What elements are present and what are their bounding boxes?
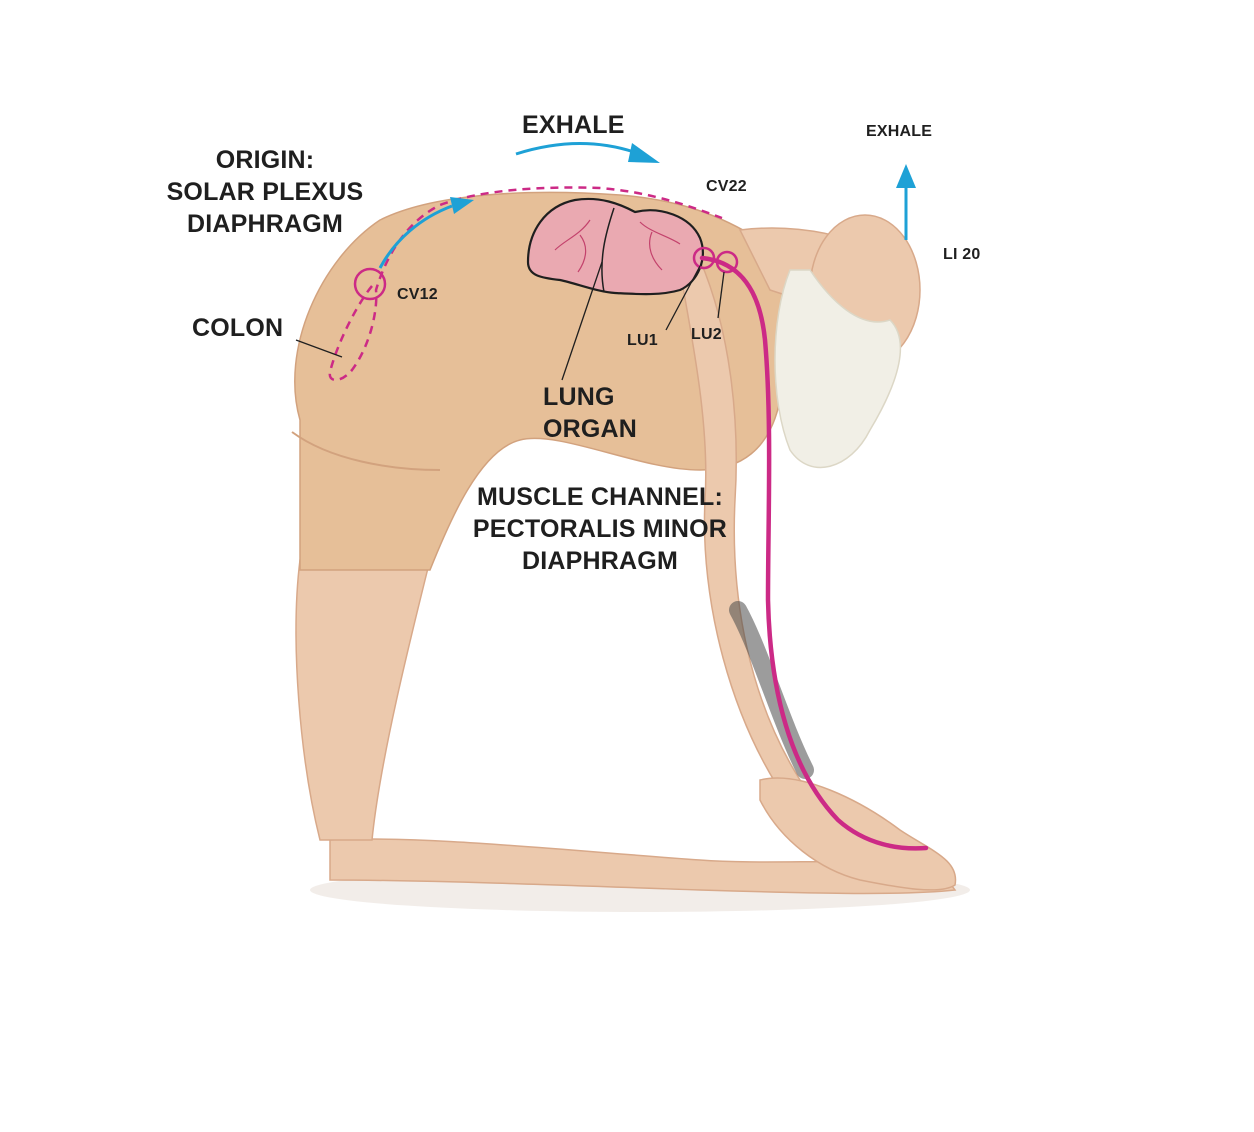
hair (774, 269, 902, 469)
muscle-channel-line-2: PECTORALIS MINOR (472, 515, 728, 543)
lung-organ-line-1: LUNG (543, 383, 615, 411)
exhale-flow-arrow (378, 204, 453, 269)
exhale-flow-arrowhead (450, 197, 474, 214)
exhale-arc-arrow (515, 142, 635, 156)
shins (329, 838, 957, 895)
lung-vein-right (639, 221, 681, 271)
lung-organ-label: LUNG ORGAN (543, 381, 637, 445)
exhale-up-arrowhead (896, 164, 916, 188)
cv22-label: CV22 (706, 178, 747, 195)
colon-meridian-dashed (328, 186, 723, 382)
lu1-label: LU1 (627, 332, 658, 349)
lu2-leader (717, 271, 725, 319)
exhale-right-label: EXHALE (866, 123, 933, 140)
lu1-point (692, 246, 716, 270)
colon-leader (295, 339, 343, 358)
lung-organ-line-2: ORGAN (543, 415, 638, 443)
muscle-channel-label: MUSCLE CHANNEL: PECTORALIS MINOR DIAPHRA… (470, 481, 730, 577)
exhale-arc-arrowhead (628, 143, 660, 163)
muscle-channel-line-3: DIAPHRAGM (522, 547, 678, 575)
colon-label: COLON (192, 314, 284, 342)
lu2-point (715, 250, 739, 274)
lung-organ-leader (561, 261, 603, 381)
cv12-label: CV12 (397, 286, 438, 303)
origin-line-3: DIAPHRAGM (187, 210, 343, 238)
muscle-channel-line-1: MUSCLE CHANNEL: (476, 483, 724, 511)
thighs (295, 559, 431, 841)
li20-label: LI 20 (943, 246, 981, 263)
origin-label: ORIGIN: SOLAR PLEXUS DIAPHRAGM (160, 144, 370, 240)
lu2-label: LU2 (691, 326, 722, 343)
origin-line-1: ORIGIN: (215, 146, 315, 174)
leotard-hem (291, 431, 441, 471)
cv12-point (353, 267, 387, 301)
lu1-leader (665, 265, 701, 331)
lung-fissure (601, 207, 615, 293)
lung-vein-left (554, 219, 591, 273)
exhale-top-label: EXHALE (522, 111, 625, 139)
origin-line-2: SOLAR PLEXUS (166, 178, 364, 206)
lung-meridian-solid (699, 255, 929, 851)
